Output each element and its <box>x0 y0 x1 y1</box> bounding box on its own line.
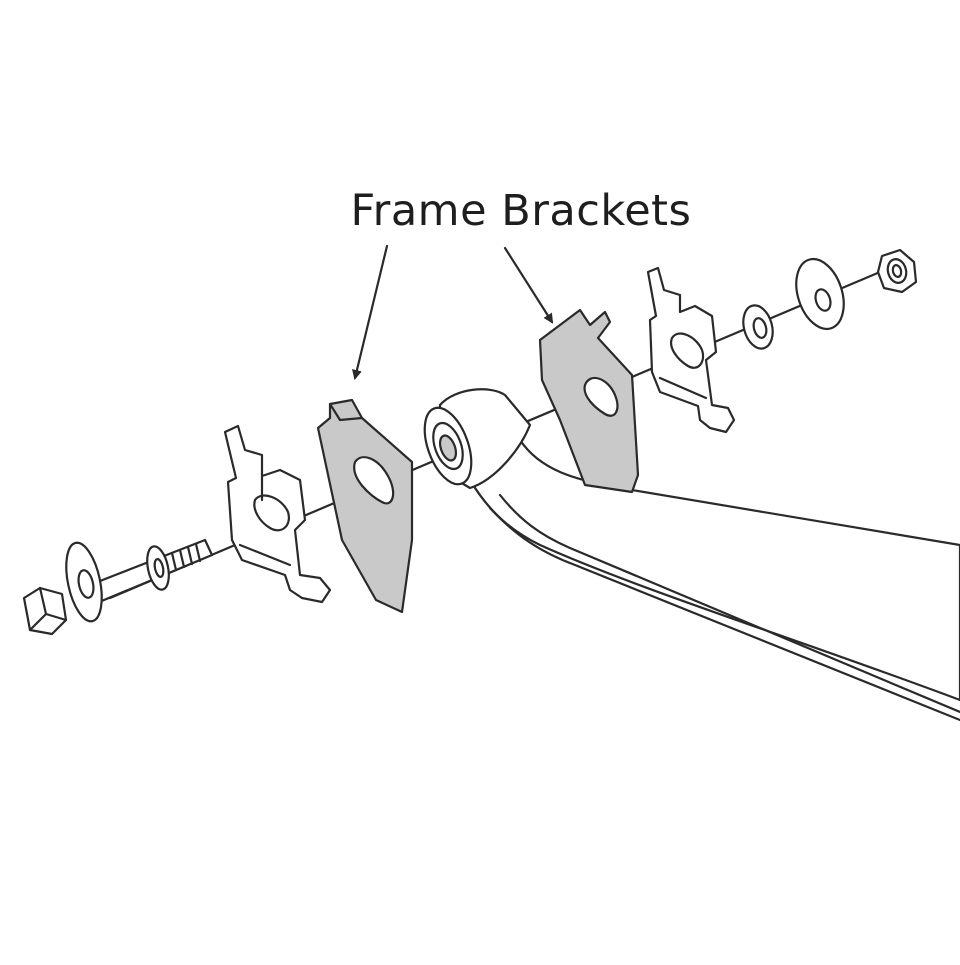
hex-nut <box>876 248 918 294</box>
callout-arrow-right <box>503 246 554 324</box>
right-frame-bracket <box>538 308 640 494</box>
frame-brackets-label: Frame Brackets <box>350 186 692 236</box>
control-arm <box>453 413 960 722</box>
bushing-sleeve <box>423 388 532 490</box>
lock-washer-right <box>742 304 774 350</box>
left-frame-bracket <box>316 398 414 614</box>
hex-bolt <box>22 538 214 636</box>
flat-washer-right <box>795 257 845 331</box>
callout-arrow-left <box>352 244 389 380</box>
right-alignment-plate <box>646 266 736 434</box>
lock-washer-left <box>146 545 170 591</box>
left-alignment-plate <box>223 424 332 604</box>
flat-washer-left <box>65 541 103 623</box>
